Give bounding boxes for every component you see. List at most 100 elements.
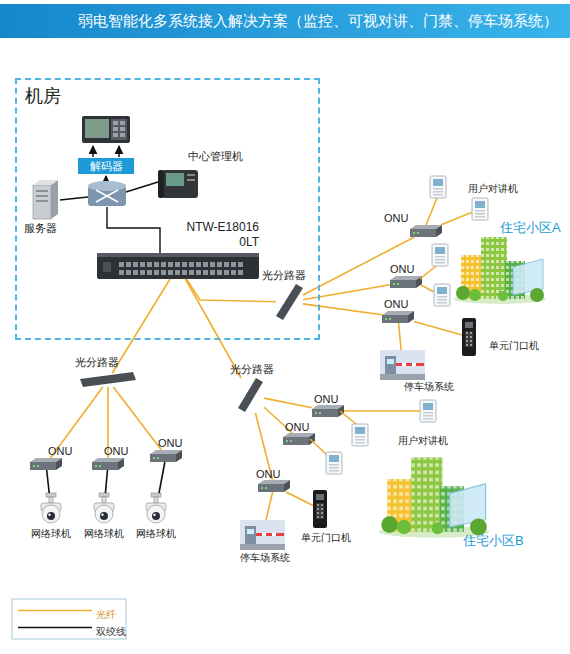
signal-arrow xyxy=(92,146,94,157)
onu-icon xyxy=(92,458,124,470)
fiber-wire xyxy=(340,411,356,424)
fiber-link xyxy=(303,304,382,315)
onu-icon xyxy=(30,458,62,470)
onu-icon xyxy=(258,480,290,492)
fiber-wire xyxy=(310,439,328,456)
legend-label: 光纤 xyxy=(96,609,116,620)
onu-device: ONU xyxy=(92,458,124,470)
node-label: ONU xyxy=(256,468,280,482)
node-label: 停车场系统 xyxy=(240,552,290,565)
diagram-title: 弱电智能化多系统接入解决方案（监控、可视对讲、门禁、停车场系统） xyxy=(78,12,558,31)
residential-block: 住宅小区B xyxy=(380,455,488,535)
onu-device: ONU xyxy=(382,311,414,323)
fiber-link xyxy=(344,410,420,412)
residential-block: 住宅小区A xyxy=(455,235,545,303)
parking-gate-icon xyxy=(380,350,425,380)
intercom-icon xyxy=(432,244,448,266)
parking-system: 停车场系统 xyxy=(380,350,425,380)
management-console xyxy=(158,170,198,198)
onu-device: ONU xyxy=(258,480,290,492)
intercom-icon xyxy=(420,400,436,422)
onu-device: ONU xyxy=(30,458,62,470)
intercom-icon xyxy=(434,284,450,306)
onu-device: ONU xyxy=(150,450,182,462)
node-label: 停车场系统 xyxy=(404,381,454,394)
legend-sample-line xyxy=(18,627,92,628)
olt-chassis xyxy=(97,253,259,279)
building-illustration xyxy=(379,457,489,537)
node-label: 用户对讲机 xyxy=(468,183,518,196)
twisted-pair-wire xyxy=(126,182,158,192)
fiber-link xyxy=(186,279,276,302)
node-label: 光分路器 xyxy=(230,363,274,377)
fiber-link xyxy=(399,323,402,350)
legend-sample-line xyxy=(18,610,92,612)
fiber-wire xyxy=(420,266,436,279)
server-tower xyxy=(33,180,58,219)
server-node: 服务器 xyxy=(28,179,60,221)
node-label: 网络球机 xyxy=(84,528,124,541)
legend-row: 光纤 xyxy=(96,604,116,622)
onu-device: ONU xyxy=(283,433,315,445)
fiber-link xyxy=(112,279,170,373)
node-label: ONU xyxy=(384,212,408,226)
node-label: ONU xyxy=(285,421,309,435)
signal-arrow xyxy=(118,146,120,157)
fiber-link xyxy=(303,285,390,300)
node-label: ONU xyxy=(390,263,414,277)
node-label: 光分路器 xyxy=(262,269,306,283)
fiber-wire xyxy=(421,285,434,292)
optical-splitter: 光分路器 xyxy=(80,373,136,387)
intercom-icon xyxy=(472,198,488,220)
twisted-pair-wire xyxy=(107,207,160,253)
olt-device: NTW-E18016 0LT xyxy=(97,253,259,279)
node-label: 中心管理机 xyxy=(188,150,243,164)
door-station: 单元门口机 xyxy=(313,490,327,528)
title-banner xyxy=(0,4,570,38)
onu-device: ONU xyxy=(390,276,422,288)
network-switch xyxy=(88,181,126,206)
intercom-unit: 用户对讲机 xyxy=(420,400,436,422)
node-label: 网络球机 xyxy=(31,528,71,541)
node-label: 网络球机 xyxy=(136,528,176,541)
fiber-link xyxy=(264,398,312,408)
onu-icon xyxy=(410,225,442,237)
node-label: 住宅小区B xyxy=(463,533,524,549)
onu-icon xyxy=(312,405,344,417)
node-label: 单元门口机 xyxy=(301,532,351,545)
door-station-icon xyxy=(313,490,327,528)
node-label: ONU xyxy=(158,437,182,451)
parking-system: 停车场系统 xyxy=(240,520,285,550)
fiber-link xyxy=(113,387,161,450)
legend-label: 双绞线 xyxy=(96,626,126,637)
node-label: ONU xyxy=(384,298,408,312)
dome-camera-icon xyxy=(146,493,166,523)
node-label: 机房 xyxy=(25,85,61,108)
door-station-icon xyxy=(462,318,476,356)
node-label: 用户对讲机 xyxy=(398,435,448,448)
dome-camera-icon xyxy=(94,493,114,523)
legend-frame xyxy=(12,599,126,639)
node-label: 解码器 xyxy=(78,158,134,174)
fiber-link xyxy=(441,212,472,225)
twisted-pair-wire xyxy=(60,197,88,200)
door-station: 单元门口机 xyxy=(462,318,476,356)
decoder-box: 解码器 xyxy=(78,158,134,174)
fiber-link xyxy=(286,492,313,506)
intercom-unit: 用户对讲机 xyxy=(472,198,488,220)
twisted-pair-link xyxy=(159,462,165,493)
onu-icon xyxy=(382,311,414,323)
optical-splitter: 光分路器 xyxy=(238,378,264,413)
dome-camera-icon xyxy=(41,493,61,523)
fiber-link xyxy=(266,492,273,520)
splitter-body xyxy=(238,378,263,412)
dome-camera: 网络球机 xyxy=(88,493,120,525)
equipment-room-zone: 机房解码器 中心管理机服务器 NTW-E18016 0LT光分路器 xyxy=(15,78,320,340)
node-label: ONU xyxy=(314,393,338,407)
node-label: 光分路器 xyxy=(75,356,119,370)
dome-camera: 网络球机 xyxy=(35,493,67,525)
twisted-pair-link xyxy=(105,470,107,493)
onu-icon xyxy=(390,276,422,288)
node-label: ONU xyxy=(104,445,128,459)
